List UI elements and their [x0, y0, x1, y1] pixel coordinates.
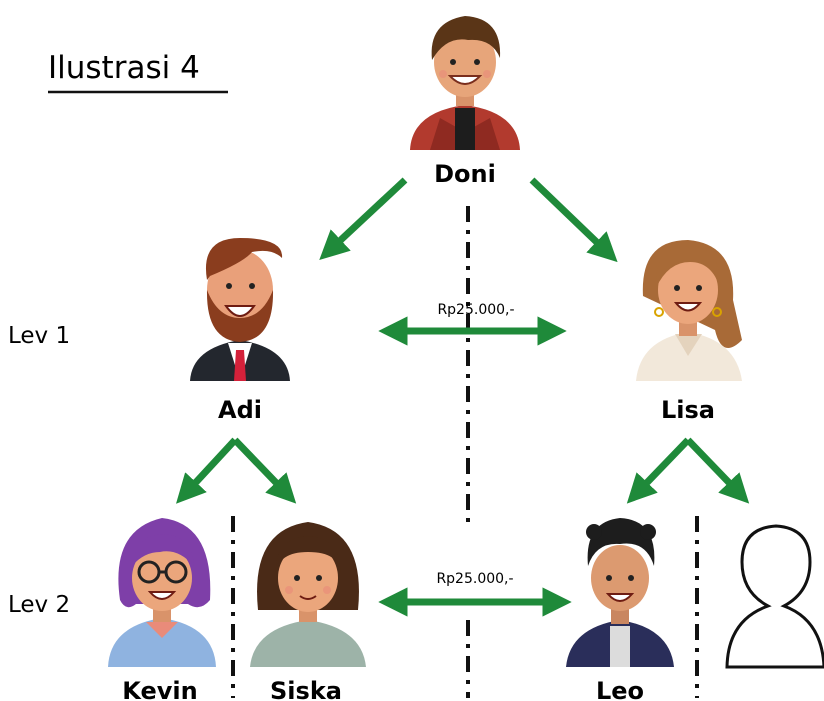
avatar-leo — [566, 518, 674, 667]
arrow-doni-to-adi — [319, 177, 408, 261]
avatar-adi — [190, 238, 290, 381]
arrow-doni-to-lisa — [529, 177, 618, 263]
arrow-lisa-to-leo — [626, 437, 691, 504]
avatar-kevin — [108, 518, 216, 667]
name-doni: Doni — [434, 160, 496, 188]
transfer-amount-top: Rp25.000,- — [437, 302, 514, 318]
avatar-lisa — [636, 240, 742, 381]
name-adi: Adi — [218, 396, 262, 424]
arrows — [176, 177, 750, 617]
avatar-siska — [250, 522, 366, 667]
page-title: Ilustrasi 4 — [48, 50, 200, 86]
name-lisa: Lisa — [661, 396, 715, 424]
arrow-lisa-to-unknown — [685, 437, 750, 504]
arrow-adi-to-kevin — [176, 437, 238, 504]
level-1-label: Lev 1 — [8, 323, 70, 349]
transfer-amount-bottom: Rp25.000,- — [436, 571, 513, 587]
name-leo: Leo — [596, 677, 644, 701]
avatar-unknown-silhouette — [725, 524, 824, 669]
level-2-label: Lev 2 — [8, 592, 70, 618]
avatar-doni — [410, 16, 520, 150]
arrow-adi-to-siska — [232, 437, 297, 504]
name-kevin: Kevin — [122, 677, 197, 701]
name-siska: Siska — [270, 677, 342, 701]
